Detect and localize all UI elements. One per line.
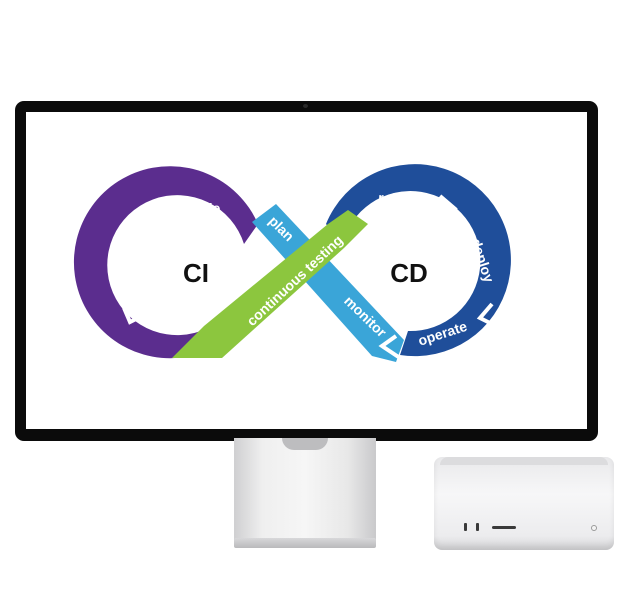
monitor-screen: CI CD code build plan continuous testing… (26, 112, 587, 429)
sd-card-slot (492, 526, 516, 529)
stage-build-label: build (126, 252, 152, 289)
stage-release-label: release (378, 189, 427, 208)
camera (303, 104, 308, 108)
desktop-computer (434, 457, 614, 550)
segment-separators (122, 194, 497, 360)
ci-cd-infinity-diagram: CI CD code build plan continuous testing… (73, 164, 511, 362)
continuous-testing-arrow (172, 210, 368, 358)
left-loop-purple (73, 166, 258, 359)
cd-label: CD (390, 258, 428, 288)
usb-port-icon (476, 523, 479, 531)
stand-hinge (282, 438, 328, 450)
usb-port-icon (464, 523, 467, 531)
power-led-icon (591, 525, 597, 531)
ci-label: CI (183, 258, 209, 288)
right-loop-navy (326, 164, 511, 357)
monitor-stand (234, 438, 376, 542)
stand-foot (234, 538, 376, 548)
computer-top (440, 457, 608, 465)
stage-code-label: code (188, 200, 221, 216)
plan-monitor-band (252, 204, 404, 362)
monitor: CI CD code build plan continuous testing… (15, 101, 598, 441)
